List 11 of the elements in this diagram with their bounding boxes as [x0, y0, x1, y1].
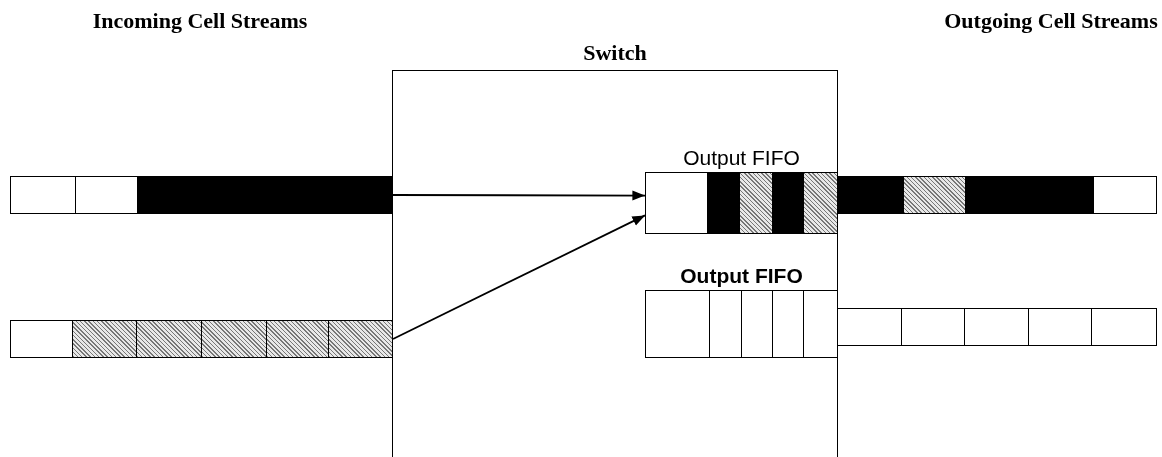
stream-heading: Outgoing Cell Streams	[943, 8, 1159, 34]
cell-stream-bar	[10, 176, 393, 214]
cell-stream-bar	[837, 308, 1157, 346]
stream-heading: Incoming Cell Streams	[91, 8, 309, 34]
switch-title: Switch	[582, 40, 648, 66]
cell-stream-bar	[837, 176, 1157, 214]
cell-stream-bar	[10, 320, 393, 358]
arrow	[392, 214, 646, 340]
fifo-label: Output FIFO	[679, 264, 804, 288]
arrow	[392, 190, 646, 201]
fifo-label: Output FIFO	[682, 146, 801, 170]
